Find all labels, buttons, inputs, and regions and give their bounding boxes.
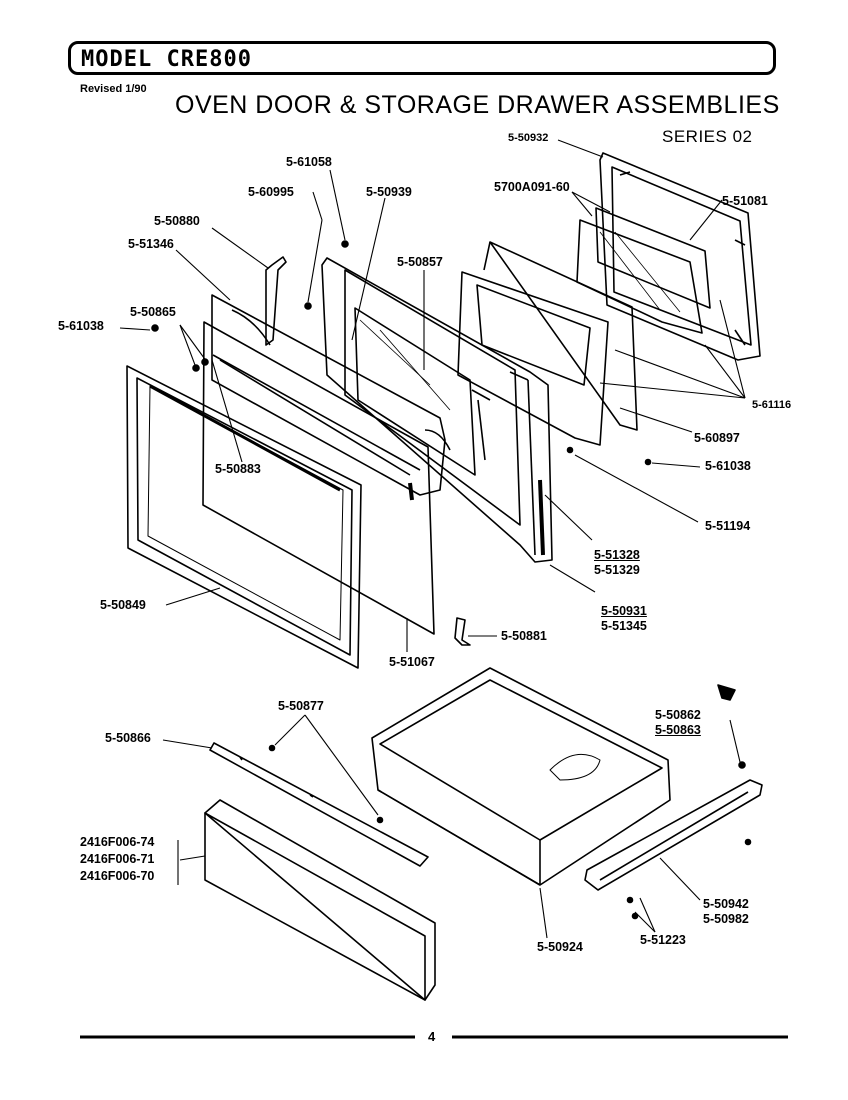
drawer-clips <box>268 684 752 920</box>
label-2416F006-70: 2416F006-70 <box>80 869 155 883</box>
label-5-50877: 5-50877 <box>278 699 324 713</box>
label-5-50939: 5-50939 <box>366 185 412 199</box>
label-5-61116: 5-61116 <box>752 399 792 411</box>
label-5-50931: 5-50931 <box>601 604 647 618</box>
label-5-51329: 5-51329 <box>594 563 640 577</box>
drawer-box <box>371 667 671 886</box>
drawer-rail <box>584 779 763 891</box>
label-5-51081: 5-51081 <box>722 194 768 208</box>
label-5-60897: 5-60897 <box>694 431 740 445</box>
label-5-50982: 5-50982 <box>703 912 749 926</box>
label-5-51345: 5-51345 <box>601 619 647 633</box>
series-label: SERIES 02 <box>662 127 753 146</box>
label-5-51067: 5-51067 <box>389 655 435 669</box>
label-5-61038-right: 5-61038 <box>705 459 751 473</box>
outer-door-frame <box>126 365 362 669</box>
label-5-60995: 5-60995 <box>248 185 294 199</box>
label-5-61038-left: 5-61038 <box>58 319 104 333</box>
label-2416F006-71: 2416F006-71 <box>80 852 155 866</box>
outer-door-panel <box>599 152 761 361</box>
door-brackets <box>265 256 545 646</box>
drawer-front <box>204 799 436 1001</box>
label-5-51346: 5-51346 <box>128 237 174 251</box>
door-insulation <box>211 294 451 496</box>
door-liner <box>321 257 553 563</box>
leader-lines <box>119 139 746 939</box>
screws <box>151 240 652 466</box>
label-5-50932: 5-50932 <box>508 132 549 144</box>
label-5-51223: 5-51223 <box>640 933 686 947</box>
label-5-50880: 5-50880 <box>154 214 200 228</box>
label-5-50857: 5-50857 <box>397 255 443 269</box>
label-5-61058: 5-61058 <box>286 155 332 169</box>
label-5-50862: 5-50862 <box>655 708 701 722</box>
model-title: MODEL CRE800 <box>81 47 252 72</box>
label-5-50863: 5-50863 <box>655 723 701 737</box>
label-5-50849: 5-50849 <box>100 598 146 612</box>
page-number: 4 <box>428 1029 436 1044</box>
label-5-50881: 5-50881 <box>501 629 547 643</box>
label-5-51328: 5-51328 <box>594 548 640 562</box>
inner-door-panel <box>202 321 435 635</box>
page-title: OVEN DOOR & STORAGE DRAWER ASSEMBLIES <box>175 91 780 119</box>
label-5-51194: 5-51194 <box>705 519 751 533</box>
inner-window-frame <box>457 241 638 446</box>
revised-date: Revised 1/90 <box>80 83 147 95</box>
label-2416F006-74: 2416F006-74 <box>80 835 155 849</box>
glass-pane <box>576 207 711 334</box>
label-5-50866: 5-50866 <box>105 731 151 745</box>
label-5700A091-60: 5700A091-60 <box>494 180 570 194</box>
label-5-50865: 5-50865 <box>130 305 176 319</box>
label-5-50883: 5-50883 <box>215 462 261 476</box>
model-header-box: MODEL CRE800 <box>68 41 776 75</box>
label-5-50942: 5-50942 <box>703 897 749 911</box>
label-5-50924: 5-50924 <box>537 940 583 954</box>
drawer-front-bracket <box>209 742 429 867</box>
